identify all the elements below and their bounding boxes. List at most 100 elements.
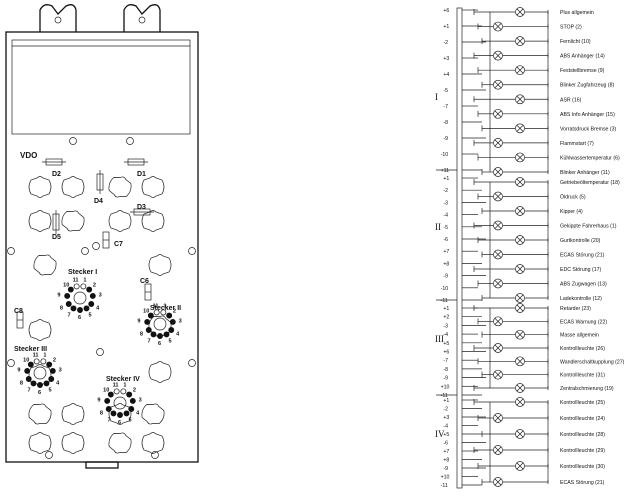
diode-label: D1 xyxy=(137,171,146,178)
signal-label: Zentralschmierung (19) xyxy=(560,386,614,392)
connector-pin xyxy=(30,380,37,387)
lamp-circuit: ECAS Warnung (22) xyxy=(477,316,607,327)
connector-pin xyxy=(89,292,96,299)
connector-pin xyxy=(166,312,173,319)
pin-number: 4 xyxy=(96,306,100,312)
signal-label: Kontrollleuchte (25) xyxy=(560,400,605,406)
lamp-socket xyxy=(28,432,52,454)
connector-pin xyxy=(48,376,55,382)
capacitor-label: C8 xyxy=(14,308,23,315)
pin-number: -10 xyxy=(441,152,449,158)
pin-number: 4 xyxy=(56,381,60,387)
pin-number: 3 xyxy=(99,293,102,299)
pin-number: -8 xyxy=(443,367,448,373)
signal-label: Vorratsdruck Bremse (3) xyxy=(560,126,616,132)
lamp-circuit: Kühlwassertemperatur (6) xyxy=(477,152,620,163)
lamp-socket xyxy=(108,432,132,454)
lamp-circuit: ABS Info Anhänger (15) xyxy=(477,108,615,119)
lamp-circuit: Kontrollleuchte (31) xyxy=(481,369,605,380)
connector-pin xyxy=(120,388,127,395)
pin-number: +2 xyxy=(443,315,449,321)
pin-number: -11 xyxy=(441,393,448,399)
diode-d3: D3 xyxy=(130,204,154,216)
lamp-circuit: STOP (2) xyxy=(477,21,582,32)
lamp-circuit: Kontrollleuchte (25) xyxy=(473,397,605,407)
connector-pin xyxy=(113,388,120,395)
lamp-circuit: Ladekontrolle (12) xyxy=(481,293,602,303)
connector-pin xyxy=(80,283,87,290)
connector-pin xyxy=(25,376,32,382)
signal-label: Feststellbremse (9) xyxy=(560,68,605,74)
pin-number: 1 xyxy=(83,278,86,284)
lamp-socket xyxy=(28,210,52,232)
signal-label: ECAS Störung (21) xyxy=(560,480,605,486)
lamp-circuit: ABS Anhänger (14) xyxy=(473,50,605,61)
pin-number: -7 xyxy=(443,104,448,110)
connector-pin xyxy=(70,305,77,312)
pin-number: 11 xyxy=(73,278,79,284)
signal-label: Kipper (4) xyxy=(560,209,583,215)
connector-pin xyxy=(107,391,114,398)
pin-number: 4 xyxy=(176,332,180,338)
signal-label: Getriebeöltemperatur (18) xyxy=(560,180,620,186)
lamp-socket xyxy=(33,254,57,276)
lamp-circuit: EDC Störung (17) xyxy=(473,264,602,274)
pin-number: 2 xyxy=(93,283,96,289)
connector-pin xyxy=(157,333,163,339)
connector-pin xyxy=(110,410,117,417)
signal-label: ABS Anhänger (14) xyxy=(560,54,605,60)
pin-number: +8 xyxy=(443,261,449,267)
signal-label: Blinker Zugfahrzeug (8) xyxy=(560,83,614,89)
pin-number: +5 xyxy=(443,432,449,438)
pin-number: +7 xyxy=(443,449,449,455)
pin-number: -9 xyxy=(443,136,448,142)
signal-label: Flammstart (7) xyxy=(560,141,594,147)
connector-pin xyxy=(37,382,43,388)
pin-number: 9 xyxy=(97,398,100,404)
pin-number: +8 xyxy=(443,458,449,464)
connector-pin xyxy=(46,361,53,368)
connector-pin xyxy=(40,358,47,365)
pin-number: -10 xyxy=(441,286,449,292)
connector-pin xyxy=(129,397,136,404)
mounting-screw xyxy=(7,137,196,459)
lamp-socket xyxy=(61,432,85,454)
lamp-socket xyxy=(148,254,172,276)
connector-pin xyxy=(64,292,71,299)
pin-number: 9 xyxy=(17,368,20,374)
pin-number: -4 xyxy=(443,213,448,219)
lamp-circuit: Kontrollleuchte (26) xyxy=(473,343,605,353)
pin-number: -7 xyxy=(443,358,448,364)
lamp-circuit: Kontrollleuchte (30) xyxy=(477,461,605,471)
diode-label: D3 xyxy=(137,204,146,211)
connector-pin xyxy=(168,327,175,333)
pin-number: 6 xyxy=(118,420,121,426)
lamp-circuit: Zentralschmierung (19) xyxy=(473,383,614,393)
signal-label: ECAS Störung (21) xyxy=(560,253,605,259)
connector-pin xyxy=(128,406,135,412)
connector-pin xyxy=(163,331,170,338)
lamp-socket xyxy=(141,210,165,232)
brand-label: VDO xyxy=(20,151,37,160)
pin-number: 11 xyxy=(33,353,39,359)
lamp-socket xyxy=(108,403,132,425)
pin-number: -11 xyxy=(441,483,448,489)
pin-number: 1 xyxy=(163,304,166,310)
pin-number: 8 xyxy=(140,332,143,338)
pin-number: -9 xyxy=(443,466,448,472)
diode-d4: D4 xyxy=(94,170,104,205)
lamp-circuit: ECAS Störung (21) xyxy=(481,477,605,487)
pin-number: +11 xyxy=(441,168,450,174)
lamp-circuit: Kontrollleuchte (28) xyxy=(481,429,605,439)
connector-pin xyxy=(88,301,95,307)
connector-pin xyxy=(86,286,93,293)
lamp-circuit: Gekippte Fahrerhaus (1) xyxy=(473,220,617,231)
group-roman-numeral: IV xyxy=(435,429,445,439)
connector-pin xyxy=(126,391,133,398)
pin-number: 8 xyxy=(60,306,63,312)
pin-number: 1 xyxy=(123,383,126,389)
lamp-socket xyxy=(108,176,132,198)
